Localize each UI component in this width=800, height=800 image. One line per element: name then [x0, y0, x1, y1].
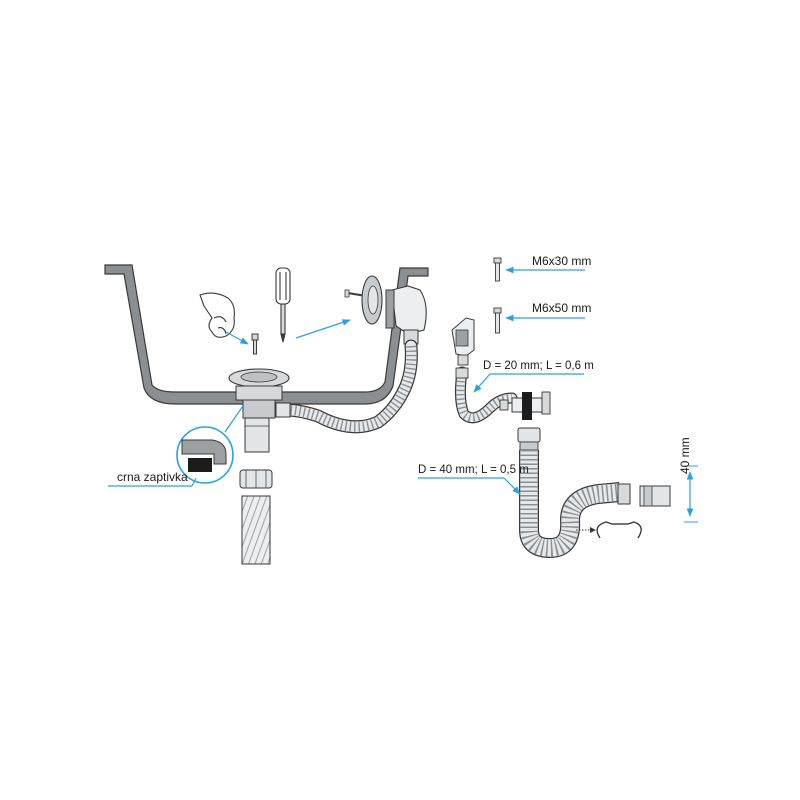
height-dimension	[684, 465, 698, 523]
screw-m6x30-label: M6x30 mm	[532, 254, 591, 268]
overflow-hose-end	[455, 367, 469, 379]
drain-hose-leader-2	[503, 477, 521, 495]
arrow-icon	[576, 527, 596, 533]
hand-leader	[225, 331, 249, 345]
hand-icon	[199, 292, 235, 338]
clip-icon	[596, 521, 642, 539]
gasket-detail-icon	[176, 426, 234, 484]
nut-icon	[239, 469, 273, 489]
gasket-label: crna zaptivka	[117, 470, 188, 484]
drain-hose-label: D = 40 mm; L = 0,5 m	[418, 464, 529, 476]
strainer-icon	[344, 275, 383, 325]
screw-icon	[251, 333, 259, 355]
screw-m6x30-icon	[493, 257, 502, 282]
overflow-icon	[385, 285, 427, 345]
height-label: 40 mm	[678, 437, 692, 474]
gasket-leader	[224, 405, 244, 433]
screwdriver-icon	[275, 267, 291, 343]
drain-body-icon	[228, 368, 291, 453]
screw-m6x50-icon	[493, 307, 502, 334]
siphon-icon	[517, 427, 631, 559]
end-connector-icon	[639, 485, 671, 507]
screw-m6x50-label: M6x50 mm	[532, 301, 591, 315]
hose-icon	[241, 495, 271, 565]
connector-icon	[499, 391, 551, 420]
overflow-hose-leader-2	[473, 373, 491, 393]
gasket-label-line-2	[191, 477, 197, 487]
overflow-bracket-icon	[451, 317, 475, 366]
overflow-hose-label: D = 20 mm; L = 0,6 m	[483, 360, 594, 372]
screwdriver-leader	[295, 319, 351, 339]
sink-bowl	[104, 264, 429, 405]
